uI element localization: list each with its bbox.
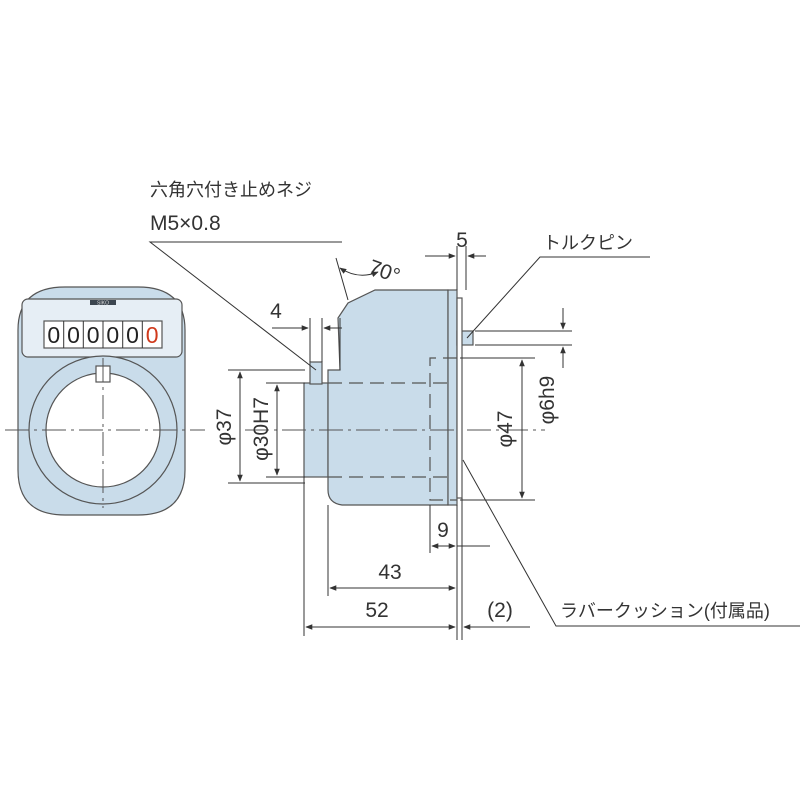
counter-digit-red: 0 [146, 322, 159, 348]
screw-offset-dimension: 4 [270, 300, 282, 323]
counter-digit: 0 [87, 322, 100, 348]
pin-offset-dimension: 9 [437, 519, 449, 542]
flange [447, 289, 458, 506]
angle-dimension: 70° [365, 256, 403, 288]
flange-width-dimension: 5 [456, 229, 468, 252]
counter-digit: 0 [106, 322, 119, 348]
counter-digit: 0 [47, 322, 60, 348]
body-length-dimension: 43 [378, 561, 401, 584]
side-view [245, 289, 545, 506]
outer-diameter-dimension: φ37 [213, 409, 236, 446]
pin-diameter-dimension: φ6h9 [536, 376, 559, 425]
dimension-lines [148, 241, 800, 640]
brand-text: SIKO [97, 301, 109, 307]
rubber-cushion [456, 297, 463, 499]
cushion-thickness-dimension: (2) [487, 599, 513, 622]
brand-plate [90, 300, 116, 305]
torque-pin-label: トルクピン [543, 233, 633, 253]
rubber-cushion-label: ラバークッション(付属品) [560, 601, 770, 621]
total-length-dimension: 52 [365, 599, 388, 622]
front-view: SIKO 0 0 0 0 0 0 [5, 286, 205, 516]
counter-digit: 0 [126, 322, 139, 348]
set-screw [309, 361, 323, 385]
bore-diameter-dimension: φ30H7 [250, 397, 273, 461]
set-screw-size-label: M5×0.8 [150, 212, 221, 235]
digit-counter: 0 0 0 0 0 0 [43, 320, 163, 349]
counter-digit: 0 [67, 322, 80, 348]
body-diameter-dimension: φ47 [494, 411, 517, 448]
set-screw-label: 六角穴付き止めネジ [150, 180, 312, 200]
